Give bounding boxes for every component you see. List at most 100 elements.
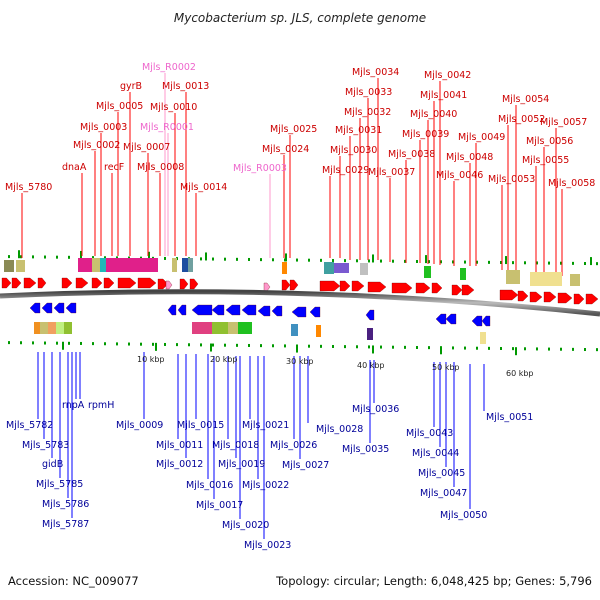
feature-block — [480, 332, 486, 344]
gene-label-top: Mjls_0005 — [96, 101, 143, 112]
forward-gene-arrow — [573, 293, 585, 305]
top-tick — [164, 256, 166, 260]
top-tick — [452, 260, 454, 264]
top-tick — [308, 258, 310, 262]
bottom-major-tick — [210, 343, 212, 352]
feature-block — [506, 270, 520, 284]
feature-block — [106, 258, 120, 272]
feature-block — [570, 274, 580, 286]
gene-label-top: Mjls_0049 — [458, 132, 505, 143]
bottom-tick — [512, 347, 514, 351]
gene-label-bottom: Mjls_0009 — [116, 420, 163, 431]
gene-label-bottom: Mjls_5787 — [42, 519, 89, 530]
gene-label-bottom: Mjls_5783 — [22, 440, 69, 451]
gene-label-bottom: rnpA — [62, 400, 85, 411]
forward-gene-arrow — [75, 277, 89, 289]
gene-label-top: Mjls_0002 — [73, 140, 120, 151]
bottom-tick — [104, 342, 106, 346]
reverse-gene-arrow — [481, 315, 491, 327]
top-tick — [392, 259, 394, 263]
forward-gene-arrow — [157, 278, 169, 290]
top-tick — [332, 258, 334, 262]
forward-gene-arrow — [557, 292, 573, 304]
gene-label-bottom: Mjls_0022 — [242, 480, 289, 491]
gene-label-top: Mjls_0054 — [502, 94, 549, 105]
bottom-tick — [80, 341, 82, 345]
forward-gene-arrow — [1, 277, 12, 289]
top-major-tick — [285, 253, 287, 262]
gene-label-top: Mjls_0025 — [270, 124, 317, 135]
forward-gene-arrow — [319, 280, 341, 292]
bottom-tick — [584, 348, 586, 352]
feature-block — [40, 322, 48, 334]
top-tick — [560, 261, 562, 265]
top-tick — [380, 259, 382, 263]
gene-label-top: Mjls_0013 — [162, 81, 209, 92]
top-tick — [356, 259, 358, 263]
gene-label-top: Mjls_0040 — [410, 109, 457, 120]
gene-label-bottom: Mjls_0019 — [218, 459, 265, 470]
top-tick — [596, 262, 598, 266]
reverse-gene-arrow — [211, 304, 225, 316]
gene-label-top: Mjls_R0002 — [142, 62, 196, 73]
top-tick — [320, 258, 322, 262]
bottom-tick — [548, 347, 550, 351]
gene-label-top: Mjls_0024 — [262, 144, 309, 155]
top-tick — [92, 256, 94, 260]
gene-label-bottom: Mjls_0047 — [420, 488, 467, 499]
forward-gene-arrow — [431, 282, 443, 294]
bottom-tick — [188, 343, 190, 347]
forward-gene-arrow — [517, 290, 529, 302]
bottom-tick — [44, 341, 46, 345]
top-tick — [44, 255, 46, 259]
gene-arrows — [1, 277, 599, 327]
bottom-major-tick — [440, 346, 442, 355]
gene-label-bottom: Mjls_0036 — [352, 404, 399, 415]
bottom-tick — [428, 346, 430, 350]
gene-label-bottom: rpmH — [88, 400, 114, 411]
top-tick — [296, 258, 298, 262]
top-major-tick — [372, 254, 374, 263]
feature-block — [316, 325, 321, 337]
feature-block — [238, 322, 252, 334]
forward-gene-arrow — [263, 282, 271, 292]
gene-label-top: Mjls_0034 — [352, 67, 399, 78]
top-tick — [548, 261, 550, 265]
feature-block — [120, 258, 158, 272]
genome-backbone — [0, 289, 600, 317]
reverse-gene-arrow — [41, 302, 53, 314]
top-tick — [32, 255, 34, 259]
bottom-tick — [320, 344, 322, 348]
gene-label-bottom: Mjls_0021 — [242, 420, 289, 431]
top-tick — [68, 255, 70, 259]
bottom-tick — [560, 347, 562, 351]
gene-label-bottom: Mjls_0027 — [282, 460, 329, 471]
top-tick — [500, 261, 502, 264]
forward-gene-arrow — [391, 282, 413, 294]
reverse-gene-arrow — [309, 306, 321, 318]
forward-gene-arrow — [103, 277, 115, 289]
gene-label-top: recF — [104, 162, 124, 173]
bottom-tick — [164, 342, 166, 346]
feature-block — [188, 258, 193, 272]
forward-gene-arrow — [367, 281, 387, 293]
forward-gene-arrow — [351, 280, 365, 292]
gene-label-bottom: Mjls_0017 — [196, 500, 243, 511]
gene-label-bottom: Mjls_0016 — [186, 480, 233, 491]
leader-lines — [21, 73, 563, 539]
bottom-major-tick — [515, 347, 517, 356]
gene-label-bottom: gidB — [42, 459, 63, 470]
gene-label-top: Mjls_0048 — [446, 152, 493, 163]
top-major-tick — [148, 251, 150, 260]
bottom-tick — [368, 345, 370, 349]
forward-gene-arrow — [415, 282, 431, 294]
gene-label-top: Mjls_0058 — [548, 178, 595, 189]
gene-label-top: Mjls_0055 — [522, 155, 569, 166]
top-tick — [236, 257, 238, 261]
gene-label-bottom: Mjls_0023 — [244, 540, 291, 551]
gene-label-bottom: Mjls_0043 — [406, 428, 453, 439]
gene-label-top: Mjls_0057 — [540, 117, 587, 128]
feature-block — [192, 322, 212, 334]
feature-block — [172, 258, 177, 272]
top-tick — [524, 261, 526, 265]
